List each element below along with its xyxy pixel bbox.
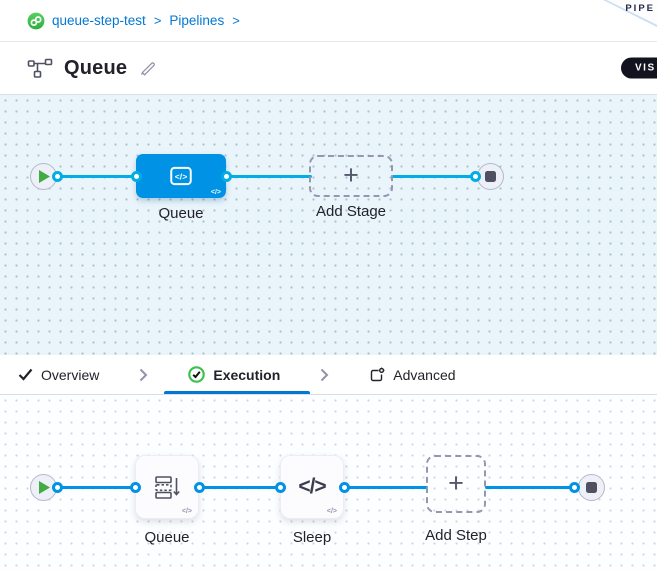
play-icon [39, 481, 50, 494]
connector-dot [129, 481, 141, 493]
success-check-icon [188, 366, 206, 383]
add-stage-label: Add Stage [315, 203, 387, 220]
check-icon [18, 368, 33, 381]
add-step-button[interactable]: + [426, 455, 486, 513]
harness-logo-icon [27, 12, 45, 30]
pipeline-title-bar: Queue VIS [0, 42, 657, 95]
code-step-icon: </> [298, 475, 326, 498]
connector-dot [568, 481, 580, 493]
breadcrumb-pipelines-link[interactable]: Pipelines [169, 13, 225, 28]
play-icon [39, 170, 50, 183]
queue-step-icon [154, 475, 180, 499]
connector-line [392, 174, 478, 178]
add-step-label: Add Step [425, 527, 487, 544]
step-label: Queue [144, 529, 190, 546]
connector-dot [338, 481, 350, 493]
stage-label: Queue [158, 205, 204, 222]
view-toggle-visual[interactable]: VIS [621, 57, 657, 79]
pipeline-studio-ribbon: PIPE [601, 0, 657, 27]
tab-advanced[interactable]: Advanced [369, 355, 456, 394]
chevron-right-icon [139, 355, 148, 394]
edit-pipeline-name-button[interactable] [138, 58, 159, 79]
tab-overview-label: Overview [41, 366, 100, 383]
connector-line [224, 174, 312, 178]
connector-dot [274, 481, 286, 493]
execution-canvas[interactable]: </> Queue </> </> Sleep + Add Step [0, 395, 657, 571]
chevron-right-icon [320, 355, 329, 394]
tab-advanced-label: Advanced [393, 366, 456, 383]
pipeline-graph-icon [27, 58, 53, 79]
connector-dot [220, 170, 232, 182]
connector-line [342, 485, 428, 489]
step-node-queue[interactable]: </> [135, 455, 199, 519]
breadcrumb-separator: > [232, 13, 240, 28]
step-label: Sleep [292, 529, 332, 546]
yaml-code-icon: </> [326, 508, 337, 515]
connector-line [197, 485, 282, 489]
page-title: Queue [64, 56, 128, 79]
ribbon-label: PIPE [625, 3, 655, 14]
connector-dot [130, 170, 142, 182]
connector-dot [51, 481, 63, 493]
yaml-code-icon: </> [210, 189, 221, 196]
svg-text:</>: </> [175, 172, 188, 182]
breadcrumb-project-link[interactable]: queue-step-test [52, 13, 146, 28]
connector-dot [469, 170, 481, 182]
step-node-sleep[interactable]: </> </> [280, 455, 344, 519]
connector-line [55, 485, 133, 489]
stage-node-queue[interactable]: </> </> [136, 154, 226, 198]
stage-canvas[interactable]: </> </> Queue + Add Stage [0, 95, 657, 355]
advanced-gear-doc-icon [371, 367, 385, 381]
execution-start-node [30, 474, 57, 501]
add-stage-button[interactable]: + [309, 155, 393, 197]
connector-dot [193, 481, 205, 493]
plus-icon: + [343, 159, 359, 190]
tab-overview[interactable]: Overview [18, 355, 99, 394]
build-stage-icon: </> [170, 166, 192, 186]
stop-icon [586, 482, 597, 493]
connector-dot [51, 170, 63, 182]
breadcrumb-separator: > [153, 13, 162, 28]
tab-execution[interactable]: Execution [164, 355, 311, 394]
breadcrumb-bar: queue-step-test > Pipelines > [0, 0, 657, 42]
yaml-code-icon: </> [181, 508, 192, 515]
pipeline-end-node [477, 163, 504, 190]
stage-config-tabs: Overview Execution Advanced [0, 355, 657, 395]
stop-icon [485, 171, 496, 182]
plus-icon: + [448, 467, 464, 498]
execution-end-node [578, 474, 605, 501]
tab-execution-label: Execution [213, 366, 281, 383]
connector-line [55, 174, 137, 178]
connector-line [485, 485, 576, 489]
